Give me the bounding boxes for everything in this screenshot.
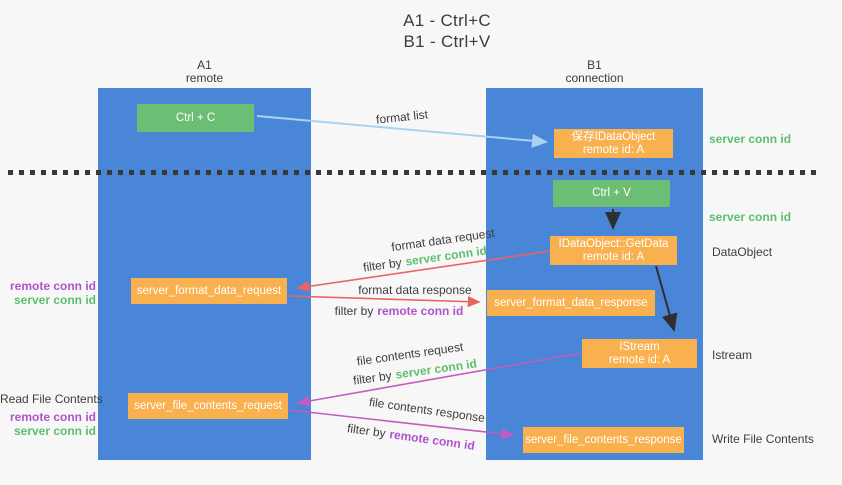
arrow-format-list — [256, 115, 548, 148]
node-ctrl-v: Ctrl + V — [553, 180, 670, 207]
node-save-idataobject-line2: remote id: A — [582, 143, 645, 156]
lifeline-a1-header: A1 remote — [98, 59, 311, 85]
arrow-format-data-request — [296, 250, 551, 292]
node-istream-line2: remote id: A — [608, 353, 671, 366]
annotation-remote-conn-id-1: remote conn id — [9, 279, 96, 293]
dotted-separator-line — [8, 170, 822, 175]
annotation-remote-conn-id-2: remote conn id — [9, 410, 96, 424]
annotation-dataobject: DataObject — [712, 245, 773, 259]
node-server-format-data-response: server_format_data_response — [487, 290, 655, 316]
node-ctrl-v-label: Ctrl + V — [592, 187, 631, 199]
node-server-format-data-request: server_format_data_request — [131, 278, 287, 304]
arrow-file-contents-response — [288, 409, 515, 440]
node-save-idataobject: 保存IDataObject remote id: A — [554, 129, 673, 158]
arrow-getdata-to-istream — [655, 265, 678, 332]
lifeline-a1-role: remote — [185, 71, 224, 85]
label-format-data-response: format data response — [358, 283, 472, 297]
node-server-format-data-response-label: server_format_data_response — [494, 296, 648, 309]
node-idataobject-getdata-line1: IDataObject::GetData — [558, 237, 669, 250]
node-server-file-contents-request: server_file_contents_request — [128, 393, 288, 419]
lifeline-b1-role: connection — [565, 71, 624, 85]
remote-conn-id-text: remote conn id — [377, 304, 464, 318]
lifeline-a1-name: A1 — [197, 58, 212, 72]
node-istream: IStream remote id: A — [582, 339, 697, 368]
node-idataobject-getdata-line2: remote id: A — [582, 250, 645, 263]
lifeline-b1-header: B1 connection — [486, 59, 703, 85]
filter-by-text: filter by — [334, 304, 374, 318]
arrow-format-data-response — [288, 295, 481, 308]
node-save-idataobject-line1: 保存IDataObject — [571, 130, 656, 143]
annotation-server-conn-id-2: server conn id — [13, 424, 96, 438]
arrow-file-contents-request — [296, 352, 582, 407]
node-ctrl-c: Ctrl + C — [137, 104, 254, 132]
node-server-format-data-request-label: server_format_data_request — [136, 284, 282, 297]
annotation-server-conn-id-mid: server conn id — [709, 210, 792, 224]
annotation-read-file-contents: Read File Contents — [0, 392, 103, 406]
annotation-write-file-contents: Write File Contents — [712, 432, 814, 446]
node-server-file-contents-response-label: server_file_contents_response — [525, 433, 682, 446]
annotation-server-conn-id-top: server conn id — [709, 132, 792, 146]
annotation-istream: Istream — [712, 348, 753, 362]
title-line-2: B1 - Ctrl+V — [403, 32, 491, 51]
node-istream-line1: IStream — [619, 340, 660, 353]
title-line-1: A1 - Ctrl+C — [403, 11, 491, 30]
node-server-file-contents-response: server_file_contents_response — [523, 427, 684, 453]
node-server-file-contents-request-label: server_file_contents_request — [134, 399, 282, 412]
annotation-server-conn-id-1: server conn id — [13, 293, 96, 307]
node-idataobject-getdata: IDataObject::GetData remote id: A — [550, 236, 677, 265]
lifeline-b1-name: B1 — [587, 58, 602, 72]
node-ctrl-c-label: Ctrl + C — [175, 111, 216, 124]
diagram-title: A1 - Ctrl+C B1 - Ctrl+V — [367, 10, 527, 52]
